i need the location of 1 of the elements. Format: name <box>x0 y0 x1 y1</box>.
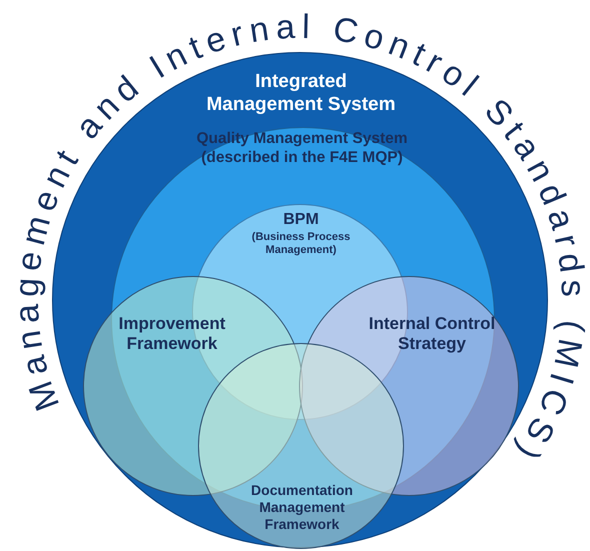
circle-title: Documentation Management Framework <box>250 482 354 532</box>
